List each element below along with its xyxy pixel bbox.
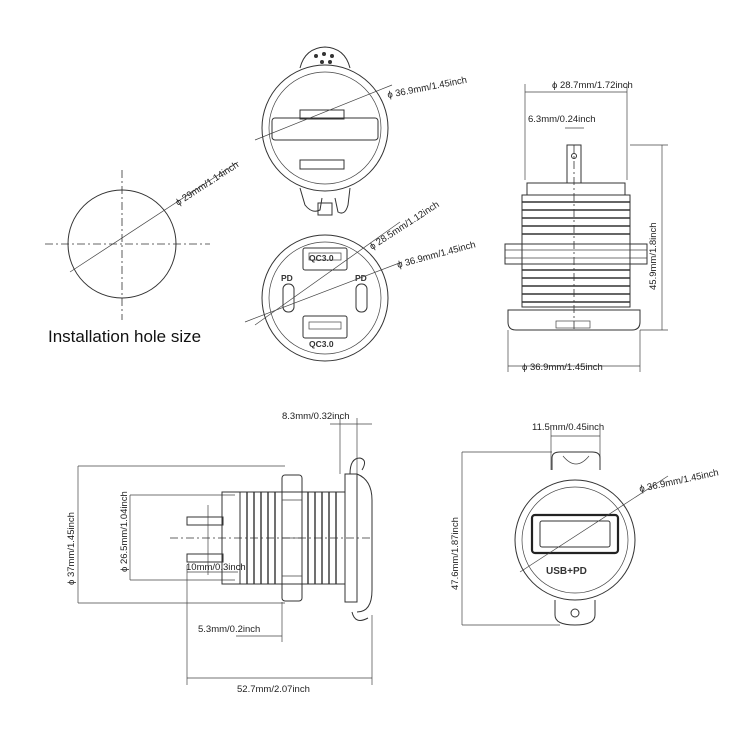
cap-outer-ring: [261, 64, 389, 192]
tab-dot: [322, 52, 326, 56]
usb-c-port-left: [282, 283, 295, 313]
cap-strap: [299, 187, 323, 212]
terminal-width-label: 6.3mm/0.24inch: [528, 114, 596, 125]
profile-height-label: ϕ 37mm/1.45inch: [66, 512, 77, 585]
installation-caption: Installation hole size: [48, 327, 201, 346]
cap-diameter-label: ϕ 36.9mm/1.45inch: [386, 75, 467, 101]
hole-diameter-label: ϕ 29mm/1.14inch: [174, 160, 241, 209]
usb-a-port-top: [302, 247, 348, 271]
profile-view: ϕ 37mm/1.45inch ϕ 26.5mm/1.04inch: [66, 411, 373, 695]
cover-height-label: 47.6mm/1.87inch: [450, 517, 461, 590]
tab-hole: [570, 608, 580, 618]
terminal-upper: [186, 516, 224, 526]
flange-thickness-label: 8.3mm/0.32inch: [282, 411, 350, 422]
cap-slot-1-top: [299, 109, 345, 120]
cap-slot-1: [271, 117, 379, 141]
body-top: [526, 182, 626, 196]
cover-view: 11.5mm/0.45inch USB+PD ϕ 36.9mm/1.45inch…: [450, 422, 720, 626]
cap-inner-ring: [268, 71, 382, 185]
total-length-label: 52.7mm/2.07inch: [237, 684, 310, 695]
installation-hole-view: ϕ 29mm/1.14inch Installation hole size: [45, 160, 241, 346]
cover-diameter-label: ϕ 36.9mm/1.45inch: [638, 467, 719, 495]
cap-strap: [334, 187, 351, 214]
usb-c-port-right: [355, 283, 368, 313]
qc-label-bottom: QC3.0: [309, 339, 334, 349]
cover-stamp: USB+PD: [546, 566, 587, 577]
cover-port-inner: [539, 520, 611, 548]
cover-hinge: [349, 457, 366, 475]
tab-dot: [328, 60, 332, 64]
terminal-length-label: 10mm/0.3inch: [186, 562, 246, 573]
inner-diameter-leader: [254, 221, 401, 326]
terminal-hole: [571, 153, 577, 159]
socket-diameter-leader: [244, 261, 403, 323]
nut-offset-label: 5.3mm/0.2inch: [198, 624, 260, 635]
terminal-lower: [186, 553, 224, 563]
cover-hinge-tab: [551, 451, 601, 470]
usb-a-port-bottom: [302, 315, 348, 339]
pd-label-left: PD: [281, 273, 293, 283]
cap-slot-2: [299, 159, 345, 170]
cover-diameter-leader: [519, 475, 669, 573]
usb-a-tongue: [308, 252, 342, 261]
thread-diameter-label: ϕ 26.5mm/1.04inch: [119, 491, 130, 572]
side-height-label: 45.9mm/1.8inch: [648, 222, 659, 290]
thread-lines: [522, 201, 630, 303]
cover-inner-ring: [521, 486, 629, 594]
mounting-nut: [504, 243, 648, 265]
cover-tab: [351, 611, 369, 621]
strap-clip: [317, 202, 333, 216]
cover-pull-tab: [554, 600, 596, 626]
cover-port-recess: [530, 513, 620, 555]
cover-outer-ring: [514, 479, 636, 601]
tab-dot: [314, 54, 318, 58]
hinge-curve: [562, 455, 590, 465]
tab-dot: [320, 60, 324, 64]
flange-notch: [555, 320, 591, 329]
cover-slot-label: 11.5mm/0.45inch: [532, 422, 604, 433]
cap-diameter-leader: [254, 84, 393, 141]
hole-diameter-leader: [69, 161, 239, 273]
threaded-body: [521, 194, 631, 308]
socket-inner-ring: [268, 241, 382, 355]
tab-dot: [330, 54, 334, 58]
side-width-label: ϕ 28.7mm/1.72inch: [552, 80, 633, 91]
socket-outer-ring: [261, 234, 389, 362]
socket-face-view: QC3.0 QC3.0 PD PD ϕ 28.5mm/1.12inch ϕ 36…: [244, 199, 477, 362]
inner-diameter-label: ϕ 28.5mm/1.12inch: [368, 199, 442, 252]
top-cap-view: ϕ 36.9mm/1.45inch: [254, 46, 468, 216]
side-view: ϕ 28.7mm/1.72inch 6.3mm/0.24inch: [504, 80, 668, 373]
qc-label-top: QC3.0: [309, 253, 334, 263]
usb-a-tongue: [308, 321, 342, 330]
base-flange: [507, 309, 641, 331]
cap-tab: [299, 46, 351, 69]
socket-diameter-label: ϕ 36.9mm/1.45inch: [396, 239, 477, 271]
side-base-label: ϕ 36.9mm/1.45inch: [522, 362, 603, 373]
cover-side: [356, 473, 373, 613]
